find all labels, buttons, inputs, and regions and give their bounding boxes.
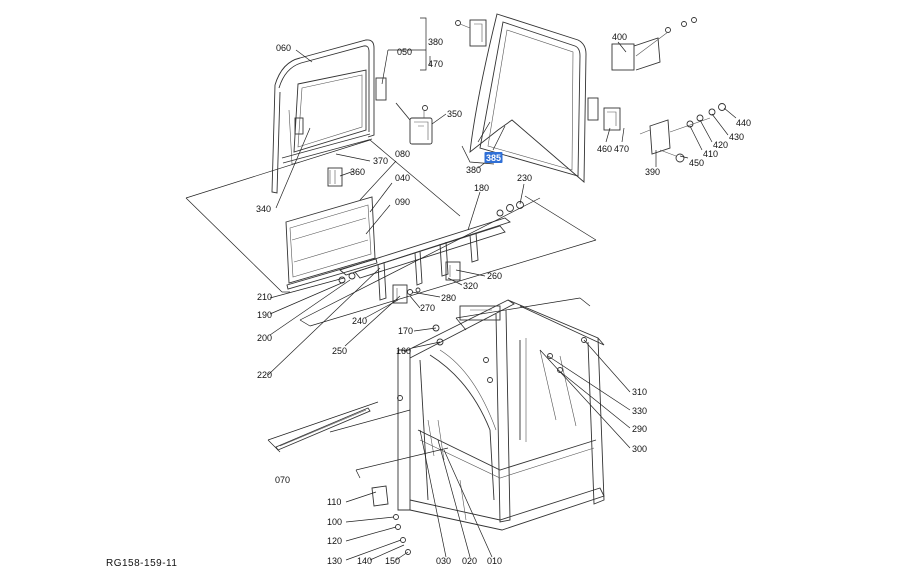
callout-280[interactable]: 280 xyxy=(441,293,456,303)
callout-420[interactable]: 420 xyxy=(713,140,728,150)
callout-030[interactable]: 030 xyxy=(436,556,451,566)
glass-panel-group xyxy=(285,196,378,290)
callout-470-top[interactable]: 470 xyxy=(428,59,443,69)
callout-440[interactable]: 440 xyxy=(736,118,751,128)
callout-220[interactable]: 220 xyxy=(257,370,272,380)
callout-360[interactable]: 360 xyxy=(350,167,365,177)
callout-130[interactable]: 130 xyxy=(327,556,342,566)
callout-050[interactable]: 050 xyxy=(397,47,412,57)
grouping-lines xyxy=(185,17,597,479)
callout-140[interactable]: 140 xyxy=(357,556,372,566)
callout-100[interactable]: 100 xyxy=(327,517,342,527)
callout-330[interactable]: 330 xyxy=(632,406,647,416)
callout-230[interactable]: 230 xyxy=(517,173,532,183)
callout-380-door[interactable]: 380 xyxy=(466,165,481,175)
callout-040[interactable]: 040 xyxy=(395,173,410,183)
callout-320[interactable]: 320 xyxy=(463,281,478,291)
callout-450[interactable]: 450 xyxy=(689,158,704,168)
cab-frame xyxy=(371,299,605,555)
callout-070[interactable]: 070 xyxy=(275,475,290,485)
callout-340[interactable]: 340 xyxy=(256,204,271,214)
callout-090[interactable]: 090 xyxy=(395,197,410,207)
callout-190[interactable]: 190 xyxy=(257,310,272,320)
callout-460[interactable]: 460 xyxy=(597,144,612,154)
callout-080[interactable]: 080 xyxy=(395,149,410,159)
callout-210[interactable]: 210 xyxy=(257,292,272,302)
callout-270[interactable]: 270 xyxy=(420,303,435,313)
callout-020[interactable]: 020 xyxy=(462,556,477,566)
callout-385[interactable]: 385 xyxy=(486,153,501,163)
callout-010[interactable]: 010 xyxy=(487,556,502,566)
callout-260[interactable]: 260 xyxy=(487,271,502,281)
callout-170[interactable]: 170 xyxy=(398,326,413,336)
callout-120[interactable]: 120 xyxy=(327,536,342,546)
callout-470-door[interactable]: 470 xyxy=(614,144,629,154)
callout-200[interactable]: 200 xyxy=(257,333,272,343)
callout-060[interactable]: 060 xyxy=(276,43,291,53)
leader-lines xyxy=(267,41,737,561)
callout-400[interactable]: 400 xyxy=(612,32,627,42)
callout-300[interactable]: 300 xyxy=(632,444,647,454)
callout-390[interactable]: 390 xyxy=(645,167,660,177)
callout-labels: 060 050 380 470 350 370 360 080 040 090 … xyxy=(256,32,751,566)
callout-290[interactable]: 290 xyxy=(632,424,647,434)
highlight-box-385 xyxy=(484,152,503,163)
callout-350[interactable]: 350 xyxy=(447,109,462,119)
upper-window-assembly xyxy=(271,39,433,194)
callout-250[interactable]: 250 xyxy=(332,346,347,356)
callout-310[interactable]: 310 xyxy=(632,387,647,397)
callout-150[interactable]: 150 xyxy=(385,556,400,566)
callout-180[interactable]: 180 xyxy=(474,183,489,193)
callout-110[interactable]: 110 xyxy=(327,497,341,507)
door-assembly xyxy=(455,13,726,183)
callout-240[interactable]: 240 xyxy=(352,316,367,326)
callout-370[interactable]: 370 xyxy=(373,156,388,166)
drawing-code: RG158-159-11 xyxy=(106,558,177,569)
callout-410[interactable]: 410 xyxy=(703,149,718,159)
callout-160[interactable]: 160 xyxy=(396,346,411,356)
door-rail-assembly xyxy=(338,201,524,304)
seal-strip-070 xyxy=(275,407,371,451)
callout-380-top[interactable]: 380 xyxy=(428,37,443,47)
callout-430[interactable]: 430 xyxy=(729,132,744,142)
